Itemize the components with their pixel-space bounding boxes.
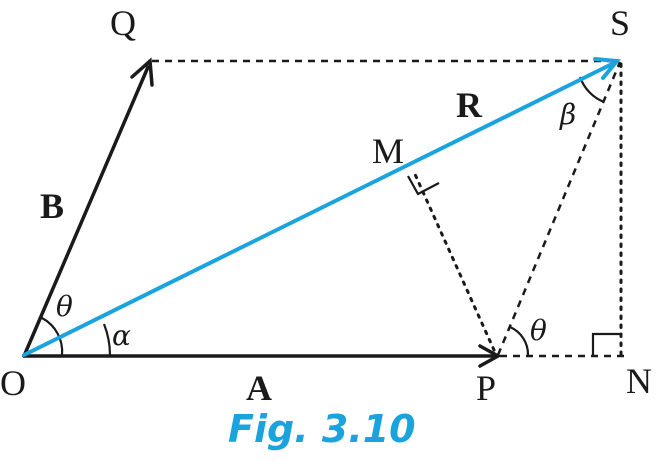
segment-PM-dotted	[412, 170, 496, 352]
angle-label-alpha: α	[112, 319, 131, 352]
angle-label-theta-O: θ	[56, 290, 73, 323]
angle-arc-beta	[578, 76, 605, 104]
point-label-Q: Q	[110, 3, 136, 43]
vector-R-arrowhead	[593, 57, 621, 80]
right-angle-marker-N	[591, 332, 621, 356]
segment-PS-dashed	[496, 61, 622, 356]
angle-arc-alpha	[102, 323, 112, 356]
angle-arc-theta-O	[41, 317, 64, 356]
angle-label-beta: β	[559, 98, 576, 131]
vector-A-arrowhead	[478, 344, 502, 368]
vector-label-R: R	[456, 85, 483, 125]
vector-label-B: B	[40, 186, 64, 226]
right-angle-marker-M	[407, 175, 440, 196]
point-label-O: O	[0, 363, 26, 403]
vector-B-line	[22, 65, 150, 358]
angle-arc-theta-P	[509, 325, 530, 356]
vector-R-line	[22, 61, 616, 357]
vector-B-arrowhead	[130, 57, 154, 87]
point-label-N: N	[626, 361, 652, 401]
point-label-P: P	[476, 368, 496, 408]
point-label-S: S	[610, 3, 630, 43]
vector-label-A: A	[246, 368, 272, 408]
angle-label-theta-P: θ	[530, 314, 547, 347]
figure-caption: Fig. 3.10	[228, 407, 416, 451]
point-label-M: M	[372, 131, 404, 171]
